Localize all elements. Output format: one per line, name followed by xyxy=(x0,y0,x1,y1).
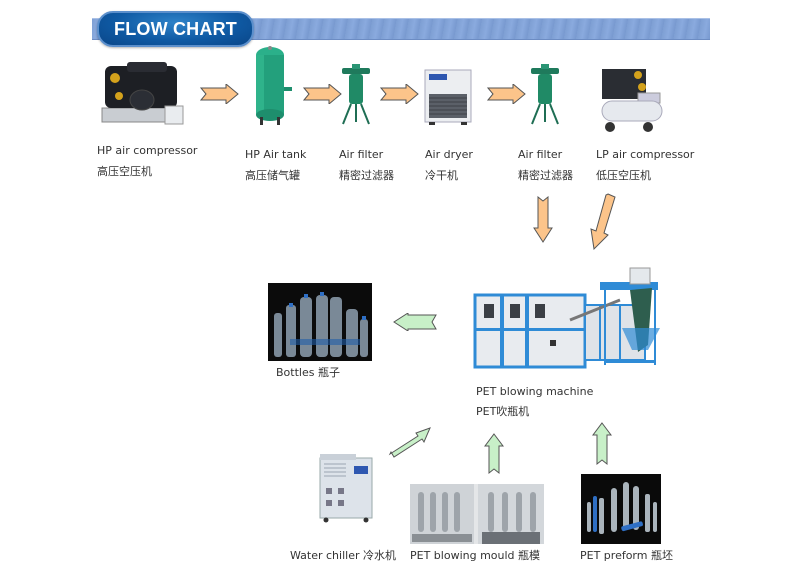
air-dryer-label-cn: 冷干机 xyxy=(425,169,458,182)
arrow-down-filter xyxy=(533,196,553,243)
arrow-right-1 xyxy=(200,84,239,104)
hp-air-compressor-label-cn: 高压空压机 xyxy=(97,165,152,178)
pet-preform-label: PET preform 瓶坯 xyxy=(580,549,673,562)
arrow-right-2 xyxy=(303,84,342,104)
hp-air-tank-image xyxy=(250,45,295,127)
air-filter-2-image xyxy=(527,62,563,128)
arrow-left-bottles xyxy=(393,313,437,331)
lp-air-compressor-image xyxy=(598,65,666,135)
bottles-label: Bottles 瓶子 xyxy=(276,366,340,379)
water-chiller-image xyxy=(316,452,376,524)
page-title: FLOW CHART xyxy=(97,11,254,47)
pet-preform-image xyxy=(581,474,661,544)
air-filter-2-label-en: Air filter xyxy=(518,148,563,161)
arrow-up-preform xyxy=(592,422,612,466)
bottles-image xyxy=(268,283,372,361)
lp-air-compressor-label-en: LP air compressor xyxy=(596,148,695,161)
hp-air-tank-label-en: HP Air tank xyxy=(245,148,307,161)
air-filter-1-label-cn: 精密过滤器 xyxy=(339,169,394,182)
arrow-up-mould xyxy=(484,433,504,475)
arrow-diagonal-lp xyxy=(590,193,616,251)
arrow-right-4 xyxy=(487,84,526,104)
water-chiller-label: Water chiller 冷水机 xyxy=(290,549,396,562)
air-dryer-image xyxy=(423,66,473,126)
hp-air-tank-label-cn: 高压储气罐 xyxy=(245,169,300,182)
arrow-diagonal-chiller xyxy=(388,427,431,458)
pet-blowing-mould-image xyxy=(410,484,544,544)
air-filter-1-image xyxy=(338,62,374,128)
arrow-right-3 xyxy=(380,84,419,104)
air-filter-2-label-cn: 精密过滤器 xyxy=(518,169,573,182)
hp-air-compressor-image xyxy=(97,58,192,133)
air-dryer-label-en: Air dryer xyxy=(425,148,473,161)
hp-air-compressor-label-en: HP air compressor xyxy=(97,144,198,157)
pet-blowing-machine-label-cn: PET吹瓶机 xyxy=(476,405,530,418)
lp-air-compressor-label-cn: 低压空压机 xyxy=(596,169,651,182)
pet-blowing-mould-label: PET blowing mould 瓶模 xyxy=(410,549,541,562)
pet-blowing-machine-image xyxy=(470,260,670,375)
pet-blowing-machine-label-en: PET blowing machine xyxy=(476,385,594,398)
air-filter-1-label-en: Air filter xyxy=(339,148,384,161)
